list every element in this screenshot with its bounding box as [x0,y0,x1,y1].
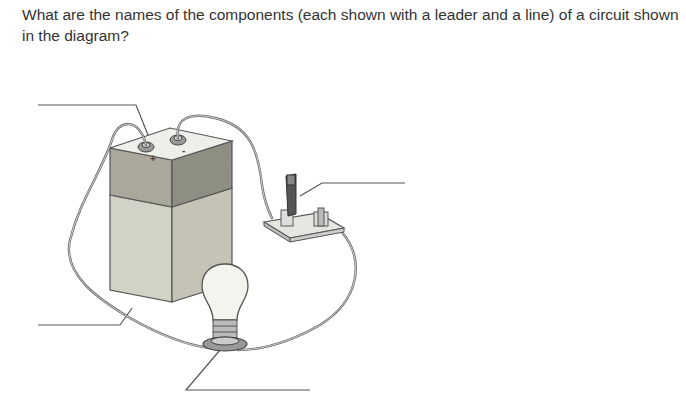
leader-lines [38,105,405,390]
wire [178,116,272,218]
leader-line [186,350,310,390]
switch [264,174,344,242]
wire [69,124,210,348]
question-text: What are the names of the components (ea… [22,4,682,46]
terminal-sign: - [182,146,185,156]
wire [238,232,356,350]
wires [69,116,356,350]
terminal-sign: + [150,154,156,164]
leader-line [300,183,405,196]
leader-line [38,105,150,140]
light-bulb [202,264,248,351]
